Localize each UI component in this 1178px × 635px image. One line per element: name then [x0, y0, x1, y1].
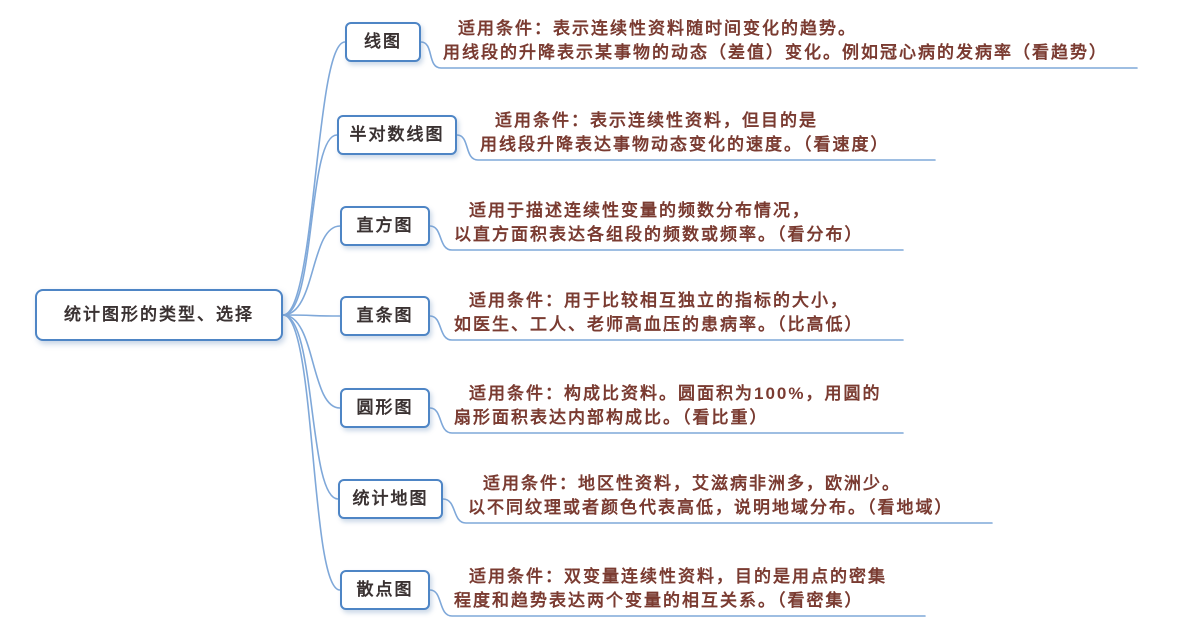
- node-histogram-label: 直方图: [356, 216, 414, 235]
- root-label: 统计图形的类型、选择: [64, 305, 254, 324]
- node-scatter-label: 散点图: [356, 580, 414, 599]
- node-histogram[interactable]: 直方图: [340, 206, 430, 246]
- desc-line-chart-line1: 适用条件：表示连续性资料随时间变化的趋势。: [458, 19, 857, 38]
- desc-histogram[interactable]: 适用于描述连续性变量的频数分布情况， 以直方面积表达各组段的频数或频率。（看分布…: [454, 199, 903, 249]
- desc-semilog-line-chart[interactable]: 适用条件：表示连续性资料，但目的是 用线段升降表达事物动态变化的速度。（看速度）: [480, 109, 935, 159]
- desc-bar-chart-line2: 如医生、工人、老师高血压的患病率。（比高低）: [454, 315, 864, 334]
- desc-semilog-line1: 适用条件：表示连续性资料，但目的是: [495, 111, 818, 130]
- desc-pie-chart[interactable]: 适用条件：构成比资料。圆面积为100%，用圆的 扇形面积表达内部构成比。（看比重…: [454, 382, 903, 432]
- node-semilog-label: 半对数线图: [349, 125, 445, 144]
- desc-pie-chart-line1: 适用条件：构成比资料。圆面积为100%，用圆的: [469, 384, 882, 403]
- connector-root-bar-chart: [282, 314, 341, 317]
- connector-root-scatter: [282, 314, 341, 591]
- desc-stat-map-line2: 以不同纹理或者颜色代表高低，说明地域分布。（看地域）: [468, 498, 954, 517]
- desc-histogram-line2: 以直方面积表达各组段的频数或频率。（看分布）: [454, 225, 864, 244]
- node-semilog-line-chart[interactable]: 半对数线图: [337, 115, 457, 155]
- desc-bar-chart-line1: 适用条件：用于比较相互独立的指标的大小，: [469, 291, 849, 310]
- connector-root-stat-map: [282, 314, 339, 500]
- node-statistical-map[interactable]: 统计地图: [338, 479, 443, 519]
- node-stat-map-label: 统计地图: [352, 489, 429, 508]
- connector-root-histogram: [282, 225, 341, 316]
- connector-root-pie-chart: [282, 314, 341, 409]
- node-pie-chart[interactable]: 圆形图: [340, 388, 430, 428]
- node-scatter-plot[interactable]: 散点图: [340, 570, 430, 610]
- desc-line-chart-line2: 用线段的升降表示某事物的动态（差值）变化。例如冠心病的发病率（看趋势）: [443, 43, 1108, 62]
- desc-pie-chart-line2: 扇形面积表达内部构成比。（看比重）: [454, 408, 769, 427]
- node-bar-chart[interactable]: 直条图: [340, 296, 430, 336]
- node-bar-chart-label: 直条图: [356, 306, 414, 325]
- desc-histogram-line1: 适用于描述连续性变量的频数分布情况，: [469, 201, 811, 220]
- desc-stat-map-line1: 适用条件：地区性资料，艾滋病非洲多，欧洲少。: [483, 474, 901, 493]
- desc-semilog-line2: 用线段升降表达事物动态变化的速度。（看速度）: [480, 135, 890, 154]
- node-line-chart[interactable]: 线图: [345, 22, 421, 62]
- node-line-chart-label: 线图: [364, 32, 402, 51]
- desc-bar-chart[interactable]: 适用条件：用于比较相互独立的指标的大小， 如医生、工人、老师高血压的患病率。（比…: [454, 289, 903, 339]
- root-node[interactable]: 统计图形的类型、选择: [35, 289, 283, 341]
- node-pie-chart-label: 圆形图: [356, 398, 414, 417]
- desc-scatter-line1: 适用条件：双变量连续性资料，目的是用点的密集: [469, 567, 887, 586]
- desc-scatter-line2: 程度和趋势表达两个变量的相互关系。（看密集）: [454, 591, 864, 610]
- desc-line-chart[interactable]: 适用条件：表示连续性资料随时间变化的趋势。 用线段的升降表示某事物的动态（差值）…: [443, 17, 1137, 67]
- connector-root-line-chart: [282, 41, 346, 316]
- desc-scatter-plot[interactable]: 适用条件：双变量连续性资料，目的是用点的密集 程度和趋势表达两个变量的相互关系。…: [454, 565, 925, 615]
- desc-statistical-map[interactable]: 适用条件：地区性资料，艾滋病非洲多，欧洲少。 以不同纹理或者颜色代表高低，说明地…: [468, 472, 992, 522]
- connector-root-semilog: [282, 134, 338, 316]
